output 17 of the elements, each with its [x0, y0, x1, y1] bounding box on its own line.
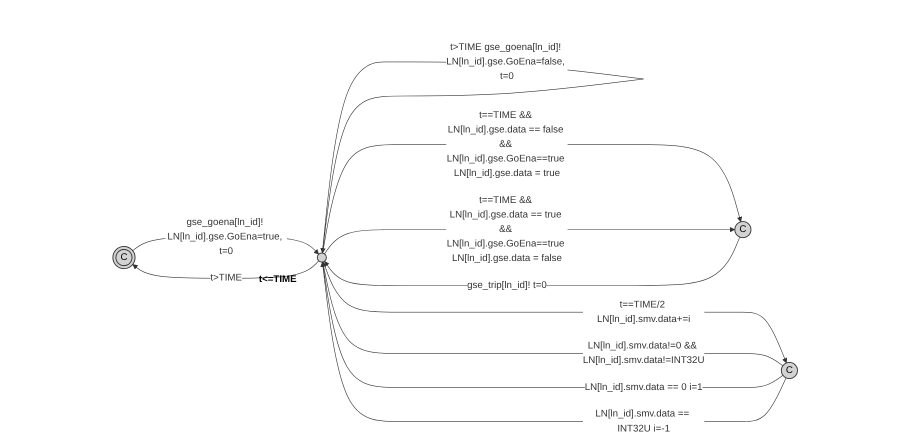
- node-label: t<=TIME: [259, 274, 297, 285]
- node-circle: C: [734, 221, 752, 238]
- edge-label: gse_goena[ln_id]! LN[ln_id].gse.GoEna=true, t=0: [168, 216, 283, 256]
- edge-label: t==TIME && LN[ln_id].gse.data == true && LN[ln_id].gse.GoEna==true LN[ln_id].gse.data = false: [447, 195, 565, 264]
- edge-label: t==TIME && LN[ln_id].gse.data == false && LN[ln_id].gse.GoEna==true LN[ln_id].gse.data = true: [447, 110, 565, 179]
- arrow: [320, 262, 784, 388]
- edge-label: LN[ln_id].smv.data!=0 && LN[ln_id].smv.data!=INT32U: [583, 340, 705, 366]
- edge-label: t>TIME gse_goena[ln_id]! LN[ln_id].gse.GoEna=false, t=0: [446, 42, 566, 82]
- node-circle: [317, 252, 328, 263]
- node-circle: C: [781, 362, 798, 380]
- edge-label: LN[ln_id].smv.data == INT32U i=-1: [596, 408, 690, 434]
- arrow: [320, 262, 787, 422]
- edge-label: gse_trip[ln_id]! t=0: [467, 280, 548, 290]
- edge-label: t==TIME/2 LN[ln_id].smv.data+=i: [597, 299, 691, 324]
- node-circle: C: [112, 246, 136, 270]
- edge-label: t>TIME: [210, 272, 242, 284]
- edge-label: LN[ln_id].smv.data == 0 i=1: [585, 382, 703, 392]
